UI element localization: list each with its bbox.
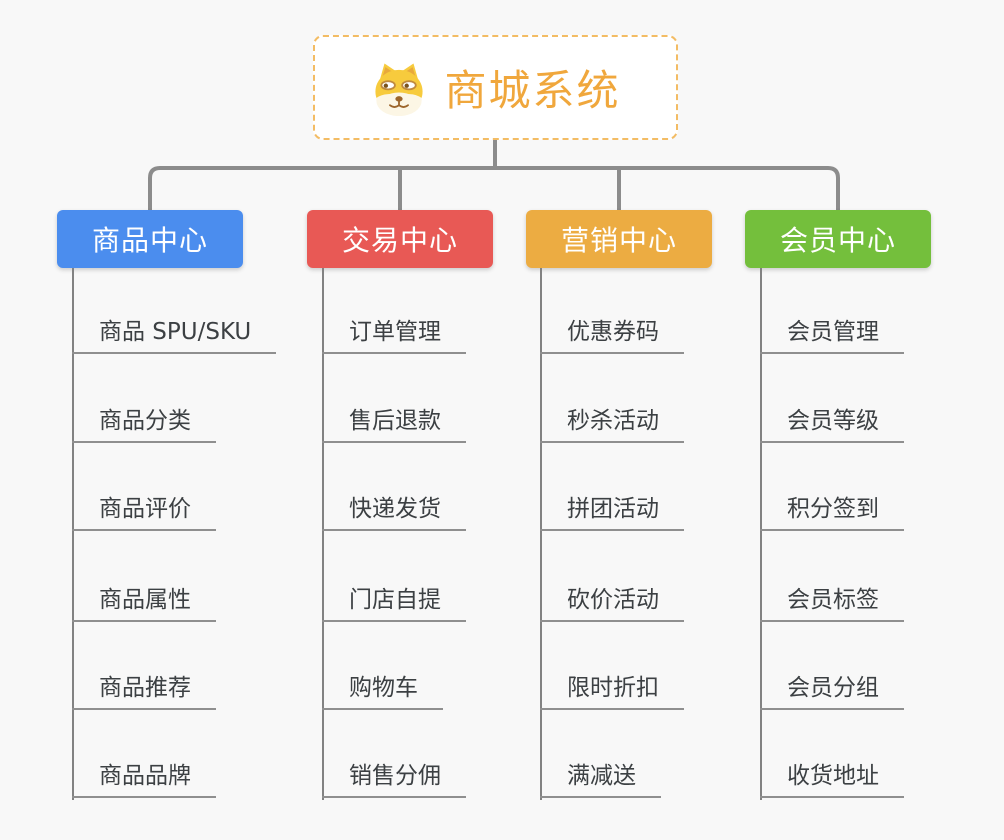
child-node[interactable]: 购物车	[322, 677, 443, 710]
child-node[interactable]: 商品评价	[72, 498, 216, 531]
branch-children-member-center: 会员管理 会员等级 积分签到 会员标签 会员分组 收货地址	[760, 268, 1002, 800]
child-node[interactable]: 优惠券码	[540, 321, 684, 354]
branch-children-trade-center: 订单管理 售后退款 快递发货 门店自提 购物车 销售分佣	[322, 268, 564, 800]
branch-node-trade-center[interactable]: 交易中心	[307, 210, 493, 268]
child-node[interactable]: 收货地址	[760, 765, 904, 798]
branch-children-marketing-center: 优惠券码 秒杀活动 拼团活动 砍价活动 限时折扣 满减送	[540, 268, 782, 800]
branch-node-marketing-center[interactable]: 营销中心	[526, 210, 712, 268]
child-node[interactable]: 商品属性	[72, 589, 216, 622]
child-node[interactable]: 商品品牌	[72, 765, 216, 798]
branch-node-member-center[interactable]: 会员中心	[745, 210, 931, 268]
child-node[interactable]: 拼团活动	[540, 498, 684, 531]
child-node[interactable]: 会员等级	[760, 410, 904, 443]
child-node[interactable]: 商品 SPU/SKU	[72, 321, 277, 354]
child-node[interactable]: 售后退款	[322, 410, 466, 443]
root-node[interactable]: 商城系统	[313, 35, 678, 140]
child-node[interactable]: 订单管理	[322, 321, 466, 354]
doge-face-icon	[375, 63, 424, 116]
child-node[interactable]: 会员管理	[760, 321, 904, 354]
child-node[interactable]: 快递发货	[322, 498, 466, 531]
child-node[interactable]: 会员标签	[760, 589, 904, 622]
branch-node-product-center[interactable]: 商品中心	[57, 210, 243, 268]
child-node[interactable]: 积分签到	[760, 498, 904, 531]
child-node[interactable]: 商品分类	[72, 410, 216, 443]
child-node[interactable]: 砍价活动	[540, 589, 684, 622]
child-node[interactable]: 门店自提	[322, 589, 466, 622]
branch-children-product-center: 商品 SPU/SKU 商品分类 商品评价 商品属性 商品推荐 商品品牌	[72, 268, 314, 800]
child-node[interactable]: 满减送	[540, 765, 661, 798]
child-node[interactable]: 秒杀活动	[540, 410, 684, 443]
child-node[interactable]: 销售分佣	[322, 765, 466, 798]
child-node[interactable]: 商品推荐	[72, 677, 216, 710]
child-node[interactable]: 限时折扣	[540, 677, 684, 710]
root-node-title: 商城系统	[444, 66, 621, 115]
child-node[interactable]: 会员分组	[760, 677, 904, 710]
